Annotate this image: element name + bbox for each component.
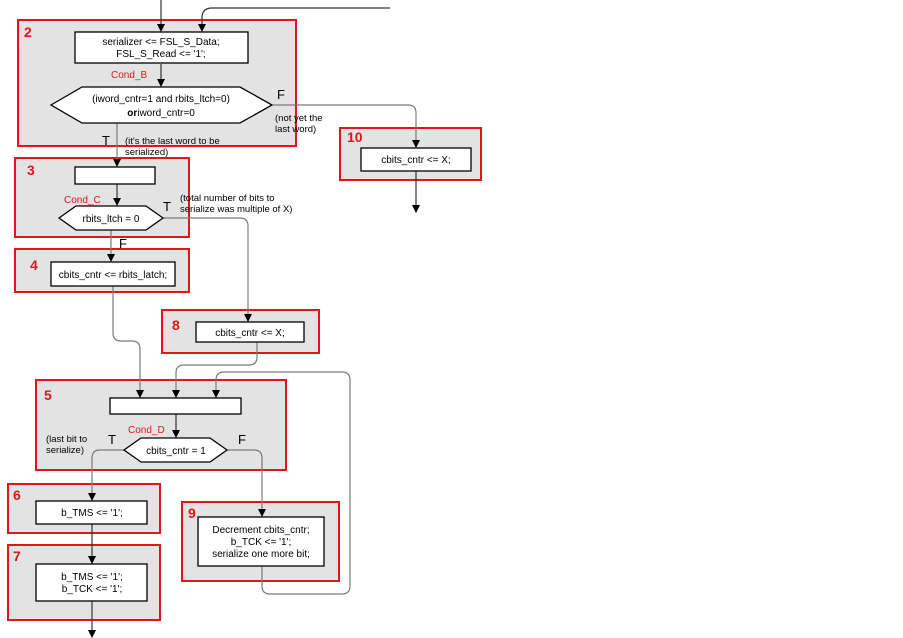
block-10-action: cbits_cntr <= X; <box>381 155 450 166</box>
block-2-number: 2 <box>24 24 32 40</box>
wire-condB-false <box>273 104 420 148</box>
block-3-number: 3 <box>27 162 35 178</box>
cond-b-decision-line1: (iword_cntr=1 and rbits_ltch=0) <box>92 94 230 105</box>
cond-c-label: Cond_C <box>64 195 101 206</box>
block-6-action: b_TMS <= '1'; <box>61 508 123 519</box>
cond-d-false-label: F <box>238 432 246 447</box>
cond-b-true-note-line1: (it's the last word to be <box>125 136 220 147</box>
wire-condD-true <box>88 449 124 501</box>
cond-b-true-label: T <box>102 133 110 148</box>
wire-8-to-5 <box>172 342 258 398</box>
block-4-action: cbits_cntr <= rbits_latch; <box>59 270 167 281</box>
block-2-action-line2: FSL_S_Read <= '1'; <box>116 49 205 60</box>
block-9-action-line3: serialize one more bit; <box>212 549 310 560</box>
cond-d-true-note-line2: serialize) <box>46 445 84 456</box>
block-7-number: 7 <box>13 548 21 564</box>
block-10-number: 10 <box>347 129 363 145</box>
block-5-number: 5 <box>44 387 52 403</box>
block-8-action-box <box>195 321 305 343</box>
cond-c-decision <box>57 205 165 231</box>
cond-d-true-note-line1: (last bit to <box>46 434 87 445</box>
block-5-empty-box <box>109 397 242 415</box>
block-6-action-box <box>35 500 148 525</box>
cond-d-decision <box>122 437 229 463</box>
cond-d-true-label: T <box>108 432 116 447</box>
block-7-action-line2: b_TCK <= '1'; <box>62 584 123 595</box>
cond-b-decision-line2: oriword_cntr=0 <box>127 108 195 119</box>
block-3-empty-box <box>74 166 156 185</box>
cond-c-true-note-line2: serialize was multiple of X) <box>180 204 292 215</box>
block-9-action-line2: b_TCK <= '1'; <box>231 537 292 548</box>
block-9-action-line1: Decrement cbits_cntr; <box>212 525 309 536</box>
block-9-number: 9 <box>188 505 196 521</box>
block-9-action-box <box>197 516 325 567</box>
cond-b-false-label: F <box>277 87 285 102</box>
cond-b-decision-rest: iword_cntr=0 <box>137 108 195 119</box>
block-4-action-box <box>50 261 176 287</box>
cond-b-decision <box>49 86 274 124</box>
block-8-number: 8 <box>172 317 180 333</box>
cond-c-true-note-line1: (total number of bits to <box>180 193 275 204</box>
wire-condC-true <box>162 217 252 322</box>
cond-b-true-note-line2: serialized) <box>125 147 168 158</box>
block-8-action: cbits_cntr <= X; <box>215 328 284 339</box>
cond-b-false-note-line1: (not yet the <box>275 113 323 124</box>
block-2-action-box <box>74 31 249 64</box>
block-7-action-box <box>35 563 148 602</box>
wire-4-to-5 <box>112 286 144 398</box>
wire-9-loop <box>212 371 351 595</box>
cond-b-false-note-line2: last word) <box>275 124 316 135</box>
block-2-action-line1: serializer <= FSL_S_Data; <box>102 37 219 48</box>
cond-d-decision-text: cbits_cntr = 1 <box>146 446 206 457</box>
cond-d-label: Cond_D <box>128 425 165 436</box>
cond-c-true-label: T <box>163 199 171 214</box>
cond-b-label: Cond_B <box>111 70 147 81</box>
wire-condD-false <box>227 449 266 517</box>
cond-c-decision-text: rbits_ltch = 0 <box>83 214 140 225</box>
block-6-number: 6 <box>13 487 21 503</box>
cond-b-or-bold: or <box>127 108 137 119</box>
entry-wire-2 <box>198 7 390 32</box>
cond-c-false-label: F <box>119 236 127 251</box>
block-10-action-box <box>360 147 472 172</box>
block-7-action-line1: b_TMS <= '1'; <box>61 572 123 583</box>
block-4-number: 4 <box>30 257 38 273</box>
